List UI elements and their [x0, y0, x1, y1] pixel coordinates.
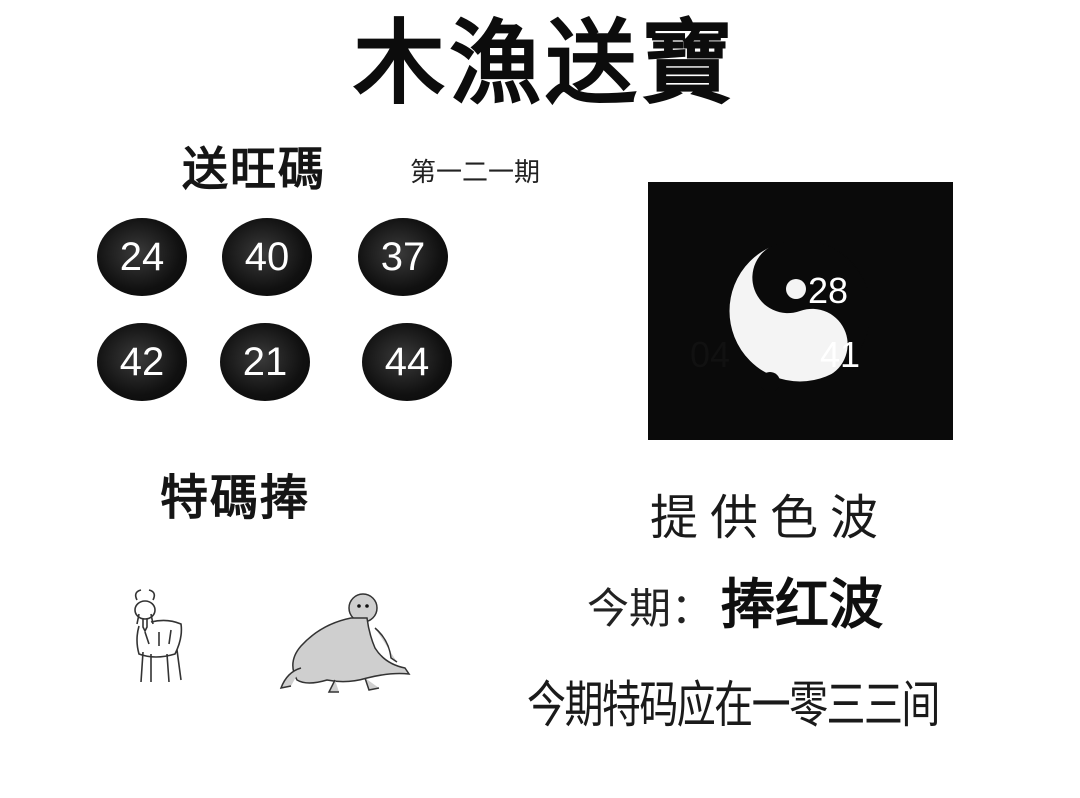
yinyang-panel: 28 04 41: [648, 182, 953, 440]
number-ball: 37: [358, 218, 448, 296]
special-code-note: 今期特码应在一零三三间: [527, 676, 940, 734]
number-ball: 42: [97, 323, 187, 401]
yang-dot: [786, 279, 806, 299]
this-issue-value: 捧红波: [721, 573, 884, 636]
yin-dot: [760, 372, 780, 392]
yinyang-number: 28: [808, 270, 849, 311]
hot-numbers-heading: 送旺碼: [182, 142, 326, 196]
number-ball: 44: [362, 323, 452, 401]
issue-number: 第一二一期: [410, 158, 541, 188]
number-ball: 24: [97, 218, 187, 296]
number-ball: 21: [220, 323, 310, 401]
special-code-heading: 特碼捧: [160, 470, 311, 526]
number-ball: 40: [222, 218, 312, 296]
yinyang-number: 41: [820, 334, 861, 375]
goat-icon: [125, 588, 195, 688]
color-wave-heading: 提供色波: [650, 490, 891, 546]
page-title: 木漁送寶: [352, 10, 737, 117]
yinyang-number: 04: [690, 334, 731, 375]
this-issue-label: 今期：: [587, 584, 714, 633]
monkey-icon: [275, 588, 415, 698]
yinyang-icon: [728, 239, 872, 392]
this-issue-line: 今期：捧红波: [587, 578, 883, 632]
